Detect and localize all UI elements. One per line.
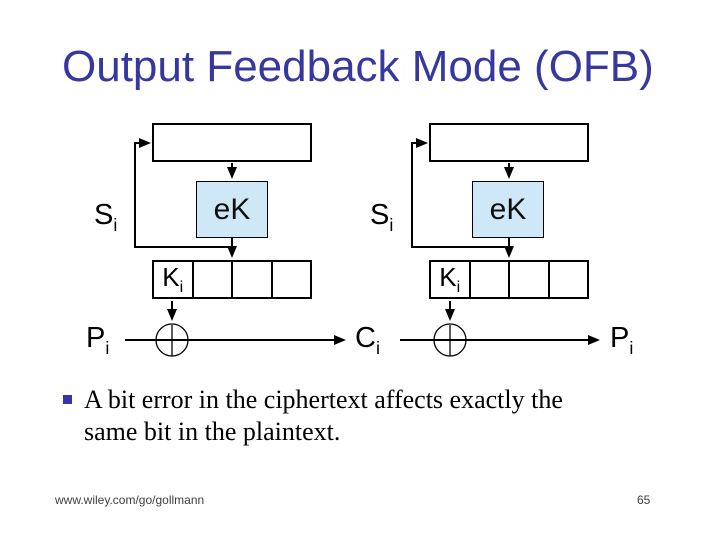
encryption-box-label: eK <box>489 192 527 226</box>
key-cell: Ki <box>154 262 194 297</box>
footer-url: www.wiley.com/go/gollmann <box>55 493 205 507</box>
ciphertext-label-base: C <box>355 322 376 354</box>
keystream-register: Ki <box>429 260 589 299</box>
key-cell <box>510 262 550 297</box>
plaintext-label-sub: i <box>105 337 110 358</box>
keystream-register: Ki <box>152 260 312 299</box>
bullet-text: A bit error in the ciphertext affects ex… <box>84 384 563 448</box>
state-label-base: S <box>94 199 114 231</box>
key-label-sub: i <box>456 278 461 297</box>
feedback-arrow <box>411 138 510 248</box>
ciphertext-label: Ci <box>355 324 380 357</box>
key-cell <box>194 262 233 297</box>
plaintext-label: Pi <box>86 324 109 357</box>
state-label-sub: i <box>113 214 118 235</box>
key-cell <box>471 262 510 297</box>
slide-title: Output Feedback Mode (OFB) <box>62 42 654 91</box>
state-label-base: S <box>370 199 390 231</box>
encryption-box: eK <box>472 181 544 238</box>
ciphertext-label-sub: i <box>375 337 380 358</box>
key-cell <box>273 262 311 297</box>
state-label: Si <box>94 201 117 234</box>
plaintext-label: Pi <box>610 324 633 357</box>
shift-register-box <box>429 123 589 162</box>
key-label-base: K <box>162 261 180 292</box>
encryption-box: eK <box>196 181 268 238</box>
bullet-text-line: A bit error in the ciphertext affects ex… <box>84 385 563 414</box>
shift-register-box <box>152 123 312 162</box>
plaintext-label-base: P <box>86 322 106 354</box>
bullet-text-line: same bit in the plaintext. <box>84 417 341 446</box>
key-cell <box>550 262 588 297</box>
state-label-sub: i <box>389 214 394 235</box>
key-cell <box>233 262 273 297</box>
bullet-square-icon <box>63 395 72 404</box>
feedback-arrow <box>134 138 233 248</box>
encryption-box-label: eK <box>213 192 251 226</box>
key-cell: Ki <box>431 262 471 297</box>
plaintext-label-sub: i <box>629 337 634 358</box>
key-label-base: K <box>439 261 457 292</box>
left-ofb-connectors <box>125 138 346 357</box>
state-label: Si <box>370 201 393 234</box>
key-label-sub: i <box>179 278 184 297</box>
right-ofb-connectors <box>400 138 600 357</box>
plaintext-label-base: P <box>610 322 630 354</box>
page-number: 65 <box>637 493 651 507</box>
